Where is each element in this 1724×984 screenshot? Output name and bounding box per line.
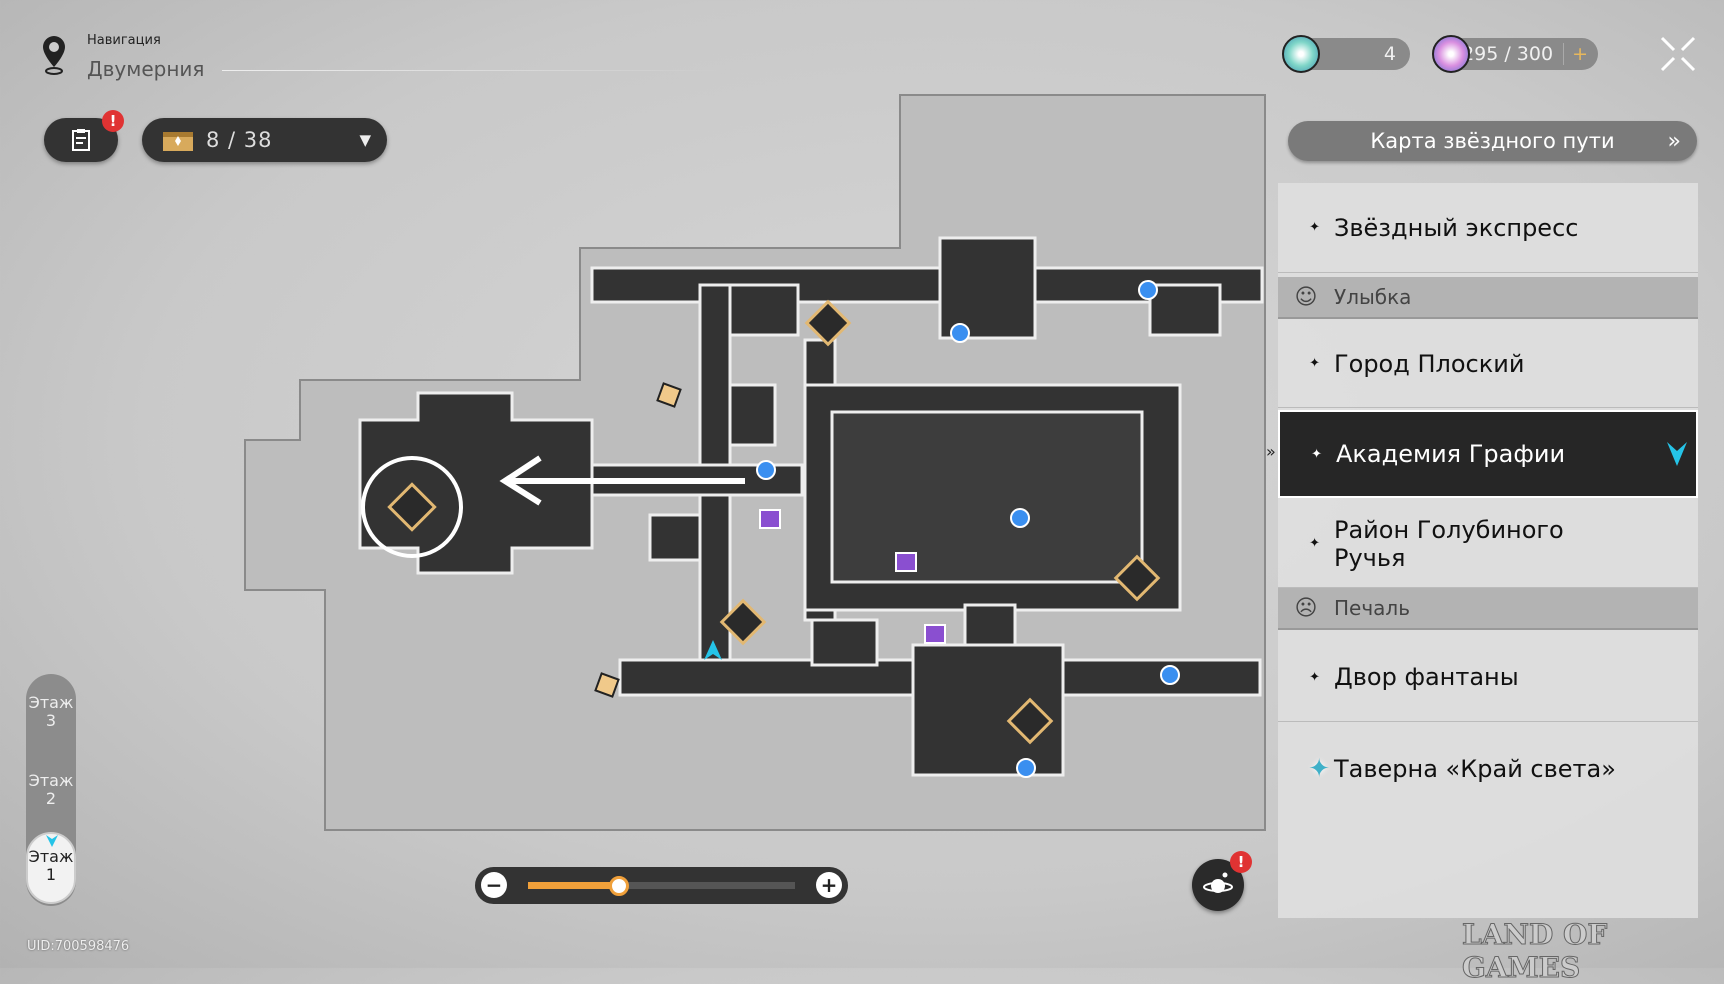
trailblaze-power-counter: 295 / 300 + — [1432, 35, 1598, 73]
current-location-marker-icon — [1667, 442, 1687, 466]
user-id: UID:700598476 — [27, 939, 130, 954]
divider — [222, 70, 722, 71]
navigation-label: Навигация — [87, 33, 161, 48]
inner-courtyard — [830, 410, 1144, 584]
planet-map-button[interactable]: ! — [1192, 851, 1252, 911]
location-label: Академия Графии — [1336, 440, 1566, 468]
floor-label: Этаж — [28, 847, 74, 866]
chest-counter-dropdown[interactable]: 8 / 38 ▼ — [142, 118, 387, 162]
add-power-button[interactable]: + — [1563, 43, 1588, 65]
location-label: Город Плоский — [1334, 349, 1525, 378]
zoom-out-button[interactable]: − — [481, 872, 507, 898]
star-icon: ✦ — [1309, 220, 1320, 235]
planet-icon — [1203, 872, 1233, 893]
double-chevron-right-icon: » — [1667, 128, 1681, 154]
close-icon[interactable] — [1660, 36, 1696, 72]
route-arrow-head — [499, 455, 542, 506]
floor-label: Этаж — [28, 771, 74, 790]
star-icon: ✦ — [1309, 536, 1320, 551]
watermark: LAND OF GAMES — [1462, 918, 1608, 984]
trailblaze-power-icon — [1432, 35, 1470, 73]
zoom-slider-track[interactable] — [528, 876, 795, 896]
location-label: Район Голубиного Ручья — [1334, 515, 1564, 572]
sad-icon: ☹ — [1294, 595, 1318, 621]
region-label: Печаль — [1334, 596, 1410, 620]
location-label: Звёздный экспресс — [1334, 213, 1579, 242]
alert-badge: ! — [102, 110, 124, 132]
location-item[interactable]: ✦ Звёздный экспресс — [1278, 183, 1698, 273]
current-floor-marker-icon — [46, 835, 58, 847]
smile-icon: ☺ — [1294, 284, 1318, 310]
fuel-counter: 4 — [1282, 35, 1410, 73]
chevron-down-icon: ▼ — [359, 131, 371, 149]
puzzle-marker-icon — [594, 382, 682, 698]
quest-log-button[interactable]: ! — [44, 110, 124, 162]
player-position-icon — [704, 640, 722, 660]
location-item[interactable]: ✦ Двор фантаны — [1278, 633, 1698, 722]
zoom-control: − + — [475, 867, 848, 904]
floor-label: Этаж — [28, 693, 74, 712]
location-item[interactable]: ✦ Город Плоский — [1278, 320, 1698, 408]
region-header: ☹ Печаль — [1278, 588, 1698, 630]
star-icon: ✦ — [1311, 446, 1322, 462]
target-highlight-circle — [361, 456, 463, 558]
target-room — [358, 391, 594, 575]
location-item[interactable]: ✦ Район Голубиного Ручья — [1278, 500, 1698, 588]
floor-number: 1 — [45, 865, 57, 884]
chest-count: 8 / 38 — [206, 128, 273, 152]
teleport-marker-icon — [756, 280, 1180, 778]
teleport-diamond-icon: ✦ — [1308, 754, 1330, 784]
alert-badge: ! — [1230, 851, 1252, 873]
region-label: Улыбка — [1334, 285, 1412, 309]
star-rail-map-label: Карта звёздного пути — [1370, 129, 1615, 153]
floor-number: 3 — [45, 711, 57, 730]
zoom-slider-fill — [528, 882, 619, 889]
zoom-in-button[interactable]: + — [816, 872, 842, 898]
treasure-chest-icon — [163, 132, 193, 151]
location-list: ✦ Звёздный экспресс ☺ Улыбка ✦ Город Плоски… — [1278, 183, 1698, 918]
star-icon: ✦ — [1309, 356, 1320, 371]
floor-number: 2 — [45, 789, 57, 808]
clipboard-icon — [72, 129, 90, 151]
boss-marker-icon — [387, 299, 1161, 745]
star-icon: ✦ — [1309, 669, 1320, 685]
star-rail-map-button[interactable]: Карта звёздного пути » — [1288, 121, 1697, 161]
selected-pointer-icon: » — [1266, 442, 1276, 461]
location-label: Двор фантаны — [1334, 663, 1519, 691]
fuel-orb-icon — [1282, 35, 1320, 73]
location-label: Таверна «Край света» — [1334, 755, 1616, 783]
zoom-slider-handle[interactable] — [608, 876, 629, 896]
trailblaze-power-value: 295 / 300 — [1462, 43, 1554, 65]
location-pin-icon — [43, 36, 65, 75]
region-header: ☺ Улыбка — [1278, 277, 1698, 319]
fuel-value: 4 — [1383, 43, 1396, 65]
location-item-selected[interactable]: ✦ Академия Графии — [1278, 410, 1698, 498]
location-item[interactable]: ✦Таверна «Край света» — [1278, 725, 1698, 813]
chest-marker-icon — [759, 509, 946, 644]
current-world-name: Двумерния — [87, 57, 205, 81]
